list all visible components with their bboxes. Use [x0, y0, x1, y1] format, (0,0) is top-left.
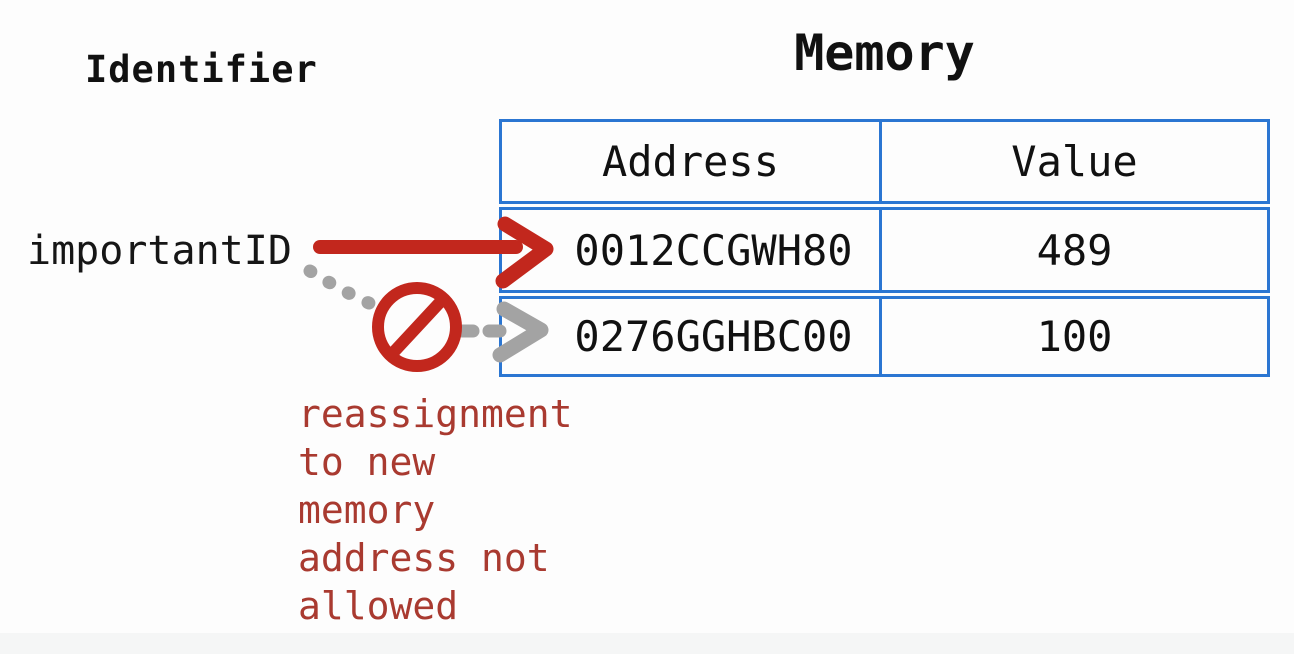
- value-cell: 100: [1036, 312, 1113, 361]
- no-entry-icon: [372, 282, 462, 372]
- identifier-column-title: Identifier: [85, 48, 318, 91]
- memory-table-header-row: Address Value: [499, 119, 1270, 204]
- memory-table: Address Value 0012CCGWH80 489 0276GGHBC0…: [499, 119, 1270, 380]
- address-cell: 0276GGHBC00: [502, 299, 882, 374]
- table-row: 0276GGHBC00 100: [499, 296, 1270, 377]
- table-row: 0012CCGWH80 489: [499, 207, 1270, 293]
- address-cell: 0012CCGWH80: [502, 210, 882, 290]
- variable-name-label: importantID: [27, 228, 292, 274]
- bottom-edge-strip: [0, 633, 1294, 654]
- reassignment-not-allowed-note: reassignment to new memory address not a…: [298, 392, 573, 628]
- value-cell: 489: [1036, 225, 1113, 275]
- value-column-header: Value: [1011, 137, 1138, 186]
- address-column-header: Address: [502, 122, 882, 201]
- memory-table-title: Memory: [794, 24, 975, 82]
